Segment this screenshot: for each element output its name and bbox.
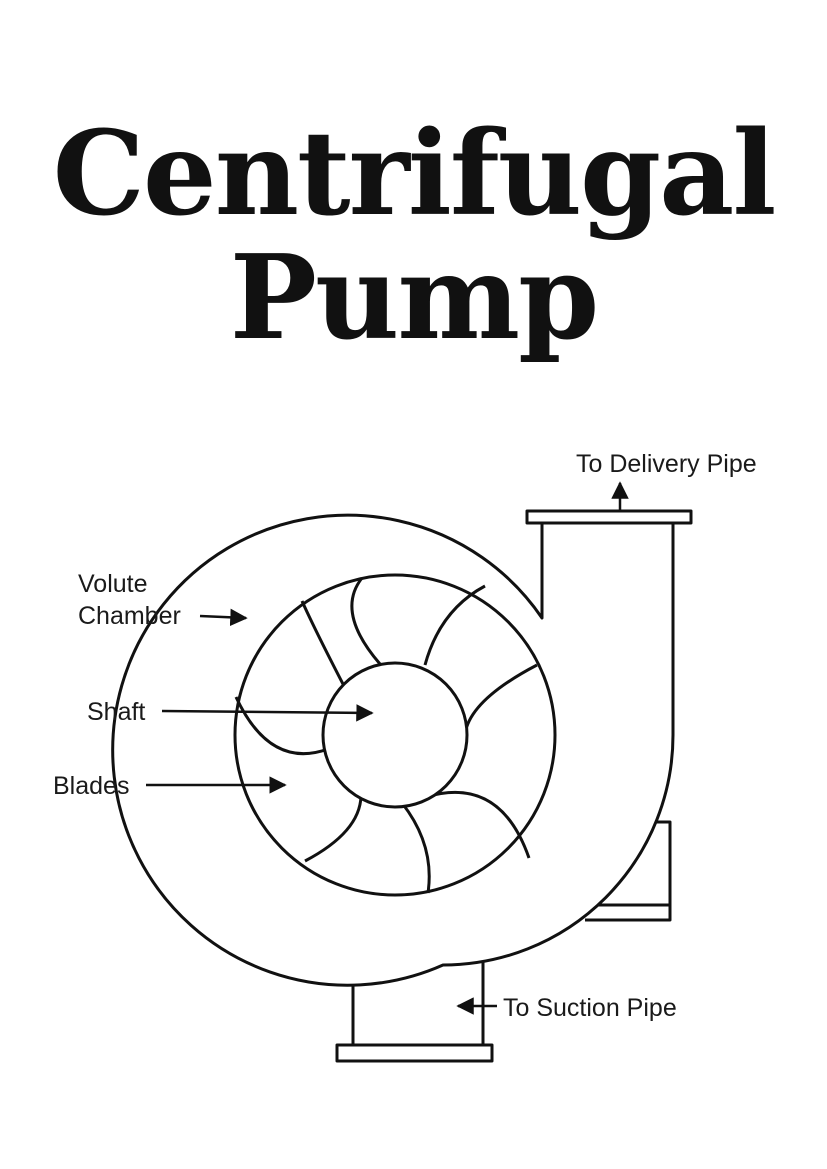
- label-blades: Blades: [53, 772, 129, 800]
- title-line-2: Pump: [229, 230, 599, 366]
- label-volute-line-2: Chamber: [78, 602, 181, 630]
- diagram-title: Centrifugal Pump: [0, 112, 827, 360]
- label-shaft: Shaft: [87, 698, 145, 726]
- shaft-arrow: [161, 704, 374, 722]
- label-volute-line-1: Volute: [78, 570, 148, 598]
- impeller: [233, 573, 557, 897]
- label-suction-pipe: To Suction Pipe: [503, 994, 677, 1022]
- delivery-flange: [525, 509, 693, 525]
- title-line-1: Centrifugal: [52, 106, 777, 242]
- shaft: [321, 661, 469, 809]
- label-delivery-pipe: To Delivery Pipe: [576, 450, 757, 478]
- volute-arrow: [199, 608, 248, 627]
